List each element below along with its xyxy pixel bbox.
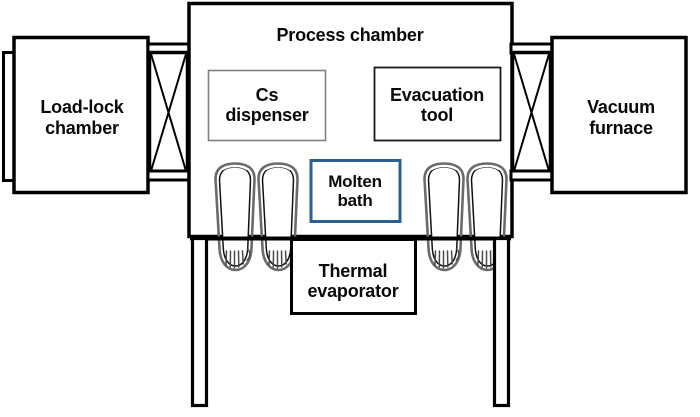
glove-port[interactable]	[214, 162, 256, 272]
thermal-evaporator-box[interactable]	[290, 238, 417, 315]
left-valve-bottom-stub	[146, 169, 191, 182]
stand-leg-left	[190, 236, 209, 408]
chamber-stand	[190, 236, 511, 408]
stand-leg-right	[492, 236, 511, 408]
load-lock-chamber[interactable]	[2, 35, 150, 195]
left-valve-cross-icon	[150, 53, 187, 172]
glove-port[interactable]	[423, 162, 465, 272]
right-valve-bottom-stub	[509, 169, 554, 182]
vacuum-furnace[interactable]	[550, 35, 688, 195]
right-valve-cross-icon	[513, 53, 550, 172]
cs-dispenser-box[interactable]	[207, 69, 327, 142]
right-gate-valve[interactable]	[509, 42, 554, 182]
evacuation-tool-box[interactable]	[373, 66, 502, 142]
molten-bath-box[interactable]	[309, 159, 402, 223]
vacuum-furnace-body[interactable]	[550, 35, 688, 195]
left-gate-valve[interactable]	[146, 42, 191, 182]
load-lock-body[interactable]	[12, 35, 150, 195]
